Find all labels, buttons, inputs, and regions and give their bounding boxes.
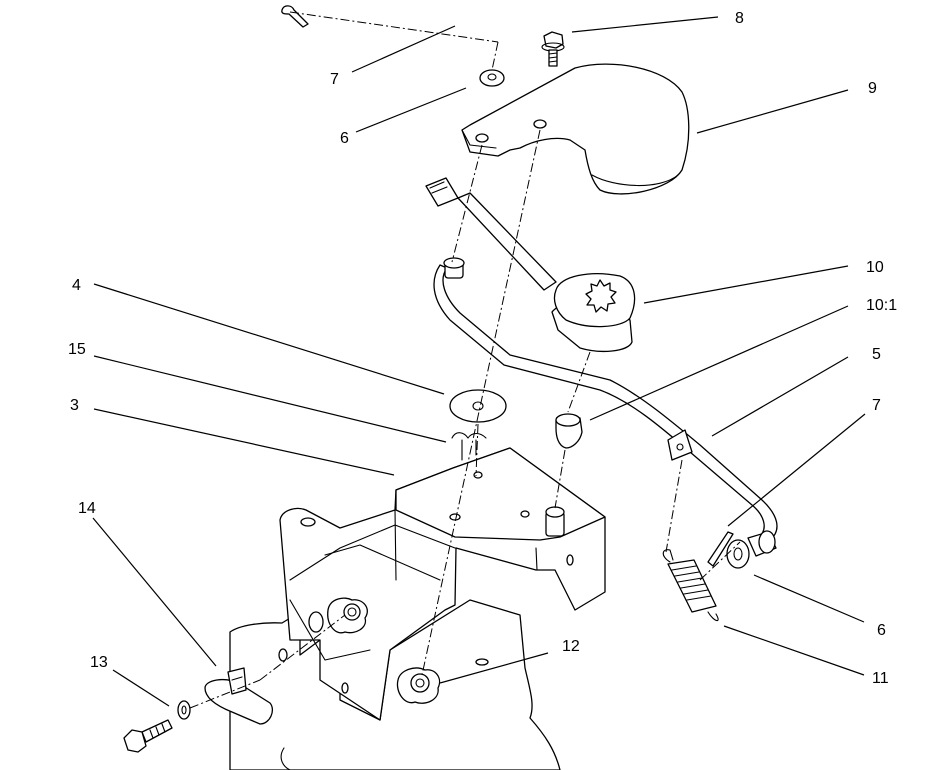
clevis-pin-left bbox=[443, 257, 465, 279]
chassis-frame bbox=[229, 599, 561, 770]
hex-bolt-13 bbox=[123, 719, 173, 753]
washer-13 bbox=[177, 700, 191, 720]
pivot-pin-lower bbox=[545, 506, 565, 537]
callout-11: 11 bbox=[872, 670, 889, 687]
extension-spring-11 bbox=[662, 549, 719, 622]
cotter-pin-right bbox=[707, 531, 734, 567]
hex-bolt-8 bbox=[541, 31, 565, 67]
pivot-arm-10 bbox=[551, 273, 636, 353]
callout-7-top: 7 bbox=[330, 71, 339, 88]
callout-15: 15 bbox=[68, 341, 86, 358]
flange-nut-12 bbox=[396, 667, 441, 704]
washer-4 bbox=[449, 389, 507, 423]
callout-12: 12 bbox=[562, 638, 580, 655]
callout-10: 10 bbox=[866, 259, 884, 276]
flange-nut-left bbox=[278, 597, 368, 662]
cover-plate-9 bbox=[461, 63, 690, 195]
callout-7-right: 7 bbox=[872, 397, 881, 414]
callout-3: 3 bbox=[70, 397, 79, 414]
callout-6-top: 6 bbox=[340, 130, 349, 147]
cotter-pin-top bbox=[281, 5, 309, 28]
callout-10-1: 10:1 bbox=[866, 297, 897, 314]
retaining-clip-15 bbox=[451, 432, 487, 461]
clevis-pin-right bbox=[747, 530, 777, 557]
callout-labels: 7 6 8 9 10 10:1 5 7 6 11 4 15 3 14 13 12 bbox=[68, 10, 897, 687]
bushing-10-1 bbox=[555, 413, 583, 449]
assembly-centerlines bbox=[189, 11, 741, 709]
callout-5: 5 bbox=[872, 346, 881, 363]
leader-lines bbox=[92, 16, 866, 707]
flat-washer-top bbox=[479, 69, 505, 87]
callout-6-right: 6 bbox=[877, 622, 886, 639]
rod-connector bbox=[425, 177, 459, 207]
callout-13: 13 bbox=[90, 654, 108, 671]
callout-4: 4 bbox=[72, 277, 81, 294]
callout-9: 9 bbox=[868, 80, 877, 97]
callout-14: 14 bbox=[78, 500, 96, 517]
callout-8: 8 bbox=[735, 10, 744, 27]
